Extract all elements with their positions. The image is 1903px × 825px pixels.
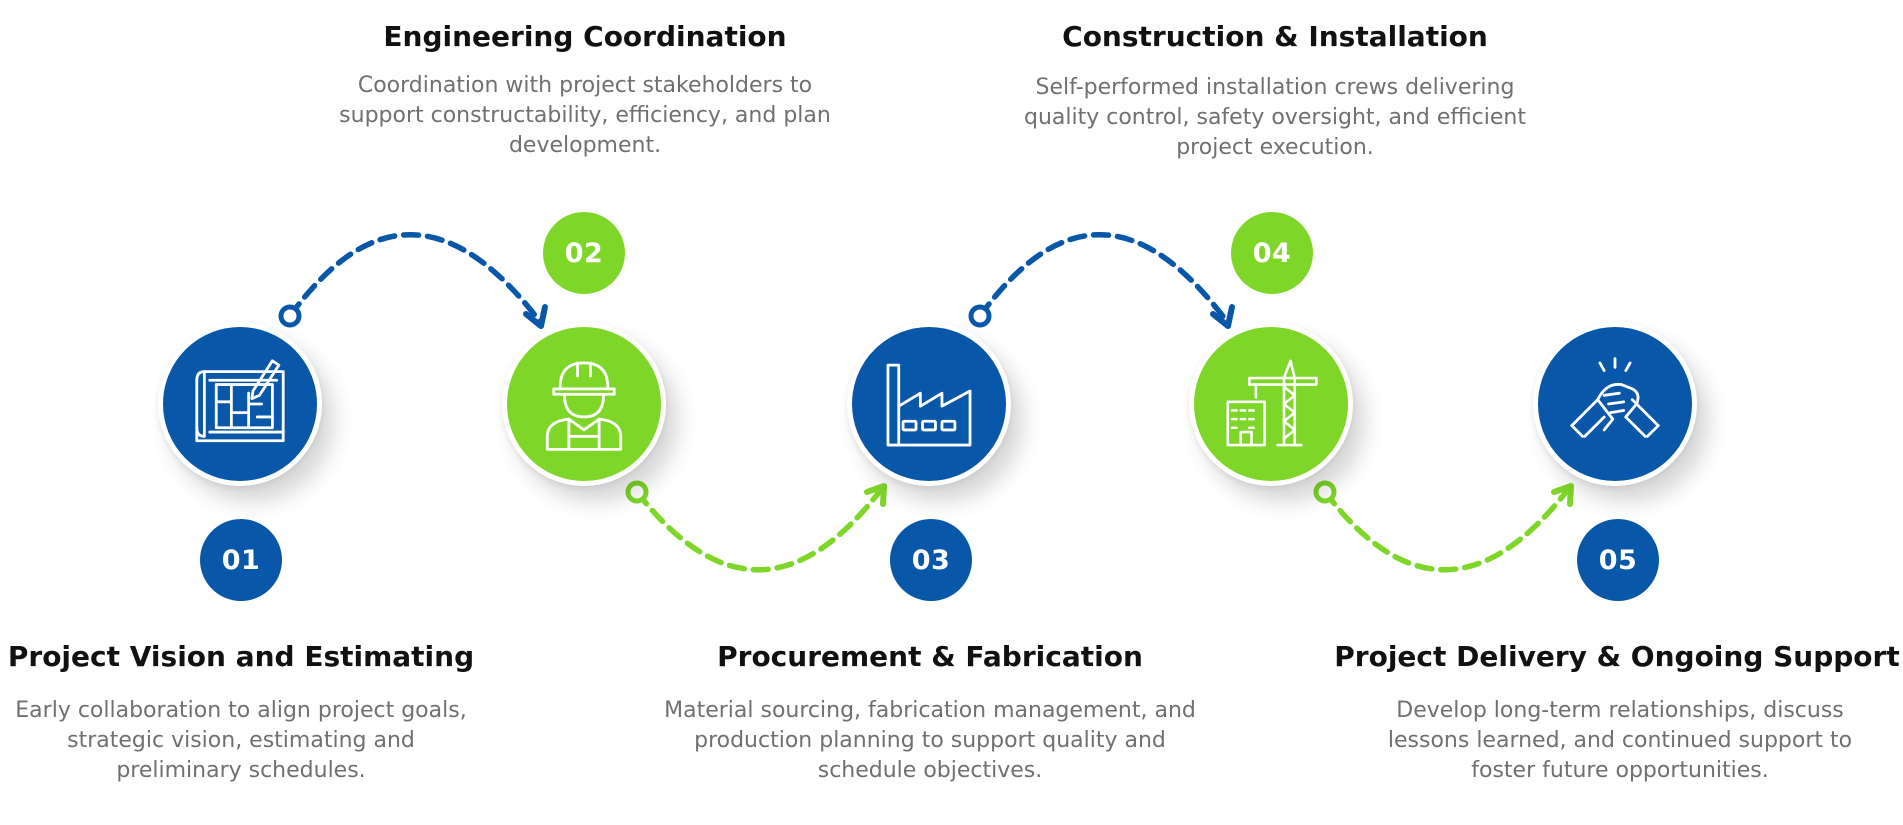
step-1-description-line: preliminary schedules. [116,758,366,783]
step-1-description: Early collaboration to align project goa… [0,696,482,786]
engineer-icon [545,361,623,451]
connector-arrow-3-4 [977,232,1231,326]
crane-building-icon [1226,359,1318,447]
arrowhead-icon [1210,304,1235,329]
step-5-number-badge: 05 [1577,519,1659,601]
step-3-description-line: production planning to support quality a… [694,728,1166,753]
step-3-title: Procurement & Fabrication [717,640,1143,673]
step-5-description-line: lessons learned, and continued support t… [1387,728,1853,753]
step-5-title: Project Delivery & Ongoing Support [1334,640,1900,673]
step-3-description: Material sourcing, fabrication managemen… [650,696,1210,786]
step-1-number-badge: 01 [200,519,282,601]
step-2-description: Coordination with project stakeholders t… [325,71,845,161]
arrowhead-icon [864,483,887,507]
handshake-icon [1570,357,1660,438]
step-1-description-line: Early collaboration to align project goa… [15,698,467,723]
step-1-description-line: strategic vision, estimating and [67,728,415,753]
step-4-description: Self-performed installation crews delive… [1000,73,1550,163]
step-5-icon-circle [1533,322,1697,486]
arrowhead-icon [523,304,548,329]
step-3-number-badge: 03 [890,519,972,601]
step-4-icon-circle [1189,322,1353,486]
connector-start-dot-3 [968,304,992,328]
step-2-description-line: development. [508,133,662,158]
step-4-title: Construction & Installation [1062,20,1488,53]
connector-start-dot-2 [625,480,649,504]
connector-arrow-1-2 [287,232,544,326]
step-5-description-line: foster future opportunities. [1471,758,1769,783]
arrowhead-icon [1551,483,1574,507]
connector-start-dot-4 [1313,480,1337,504]
step-3-icon-circle [847,322,1011,486]
step-4-description-line: quality control, safety oversight, and e… [1023,105,1526,130]
step-4-description-line: Self-performed installation crews delive… [1035,75,1515,100]
step-2-description-line: support constructability, efficiency, an… [339,103,831,128]
step-3-description-line: Material sourcing, fabrication managemen… [664,698,1196,723]
step-2-title: Engineering Coordination [383,20,787,53]
connector-start-dot-1 [278,304,302,328]
blueprint-icon [195,359,285,443]
factory-icon [886,363,972,447]
step-2-description-line: Coordination with project stakeholders t… [357,73,813,98]
step-2-number-badge: 02 [543,212,625,294]
step-2-icon-circle [502,322,666,486]
step-3-description-line: schedule objectives. [817,758,1043,783]
step-4-number-badge: 04 [1231,212,1313,294]
connector-arrow-4-5 [1322,484,1573,573]
step-5-description: Develop long-term relationships, discuss… [1340,696,1900,786]
step-4-description-line: project execution. [1176,135,1374,160]
connector-arrow-2-3 [634,484,886,573]
step-1-title: Project Vision and Estimating [7,640,475,673]
step-5-description-line: Develop long-term relationships, discuss [1396,698,1844,723]
step-1-icon-circle [158,322,322,486]
